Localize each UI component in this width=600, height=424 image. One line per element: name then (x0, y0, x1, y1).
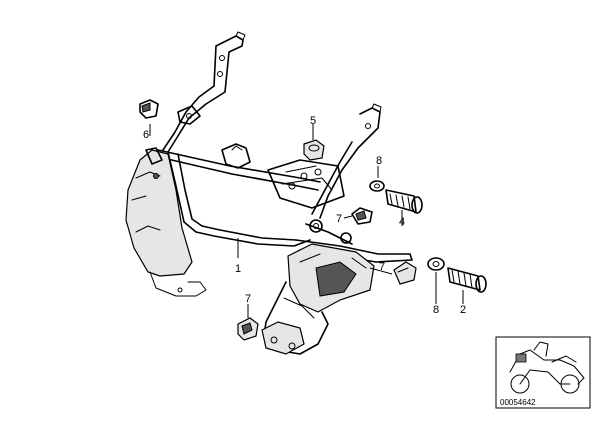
callout-1: 1 (235, 263, 241, 275)
callout-leaders (149, 124, 464, 318)
callout-4: 4 (399, 216, 405, 228)
bolt-part-2 (447, 267, 487, 293)
callout-8-upper: 8 (376, 155, 382, 167)
callout-8-lower: 8 (433, 304, 439, 316)
motorcycle-thumbnail-inset: 00054642 (495, 336, 591, 409)
callout-6: 6 (143, 129, 149, 141)
callout-7-lower: 7 (245, 293, 251, 305)
washer-part-8-lower (427, 257, 445, 271)
bolt-part-4 (385, 189, 423, 214)
callout-7-right: 7 (379, 261, 385, 273)
clip-part-7-lower (237, 317, 259, 341)
callout-5: 5 (310, 115, 316, 127)
washer-part-8-upper (369, 180, 385, 192)
callout-7-upper: 7 (336, 213, 342, 225)
clip-nut-part-6 (139, 99, 159, 119)
motorcycle-icon (509, 341, 585, 394)
clip-part-7-upper (351, 207, 373, 225)
fairing-bracket-frame (125, 31, 413, 355)
catalog-number: 00054642 (500, 398, 536, 407)
grommet-part-5 (303, 139, 325, 161)
callout-numbers: 6 5 8 4 7 1 7 8 2 7 (143, 115, 466, 316)
clip-part-7-right (393, 261, 417, 285)
callout-2: 2 (460, 304, 466, 316)
